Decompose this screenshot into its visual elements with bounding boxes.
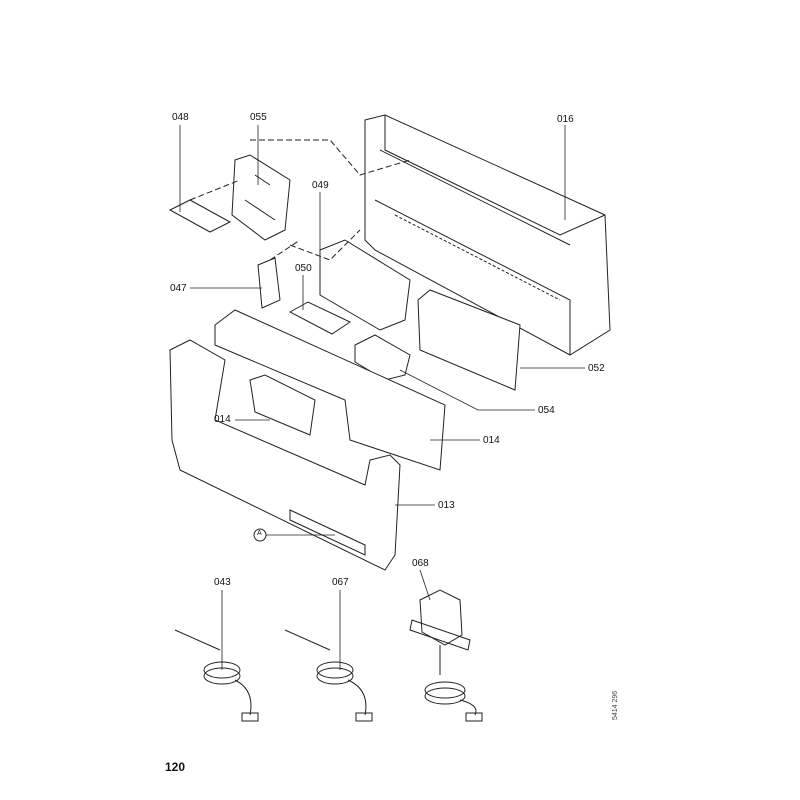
label-054: 054	[538, 405, 555, 416]
label-043: 043	[214, 577, 231, 588]
part-054-transformer	[354, 334, 411, 381]
label-047: 047	[170, 283, 187, 294]
part-067-sensor	[284, 629, 373, 722]
part-043-sensor	[174, 629, 259, 722]
label-014-right: 014	[483, 435, 500, 446]
part-052-board	[417, 289, 521, 391]
page-number: 120	[165, 760, 186, 774]
label-014-left: 014	[214, 414, 231, 425]
part-049-board	[319, 239, 411, 331]
label-050: 050	[295, 263, 312, 274]
part-055-board	[231, 154, 291, 241]
part-016-housing	[364, 114, 611, 356]
part-047-module	[257, 257, 281, 309]
label-048: 048	[172, 112, 189, 123]
part-013-cover	[169, 339, 401, 571]
label-055: 055	[250, 112, 267, 123]
part-068-sensor	[409, 589, 483, 722]
part-014-frame	[214, 309, 446, 471]
part-050-card	[288, 301, 352, 335]
label-067: 067	[332, 577, 349, 588]
part-048-card	[168, 199, 232, 233]
label-013: 013	[438, 500, 455, 511]
label-049: 049	[312, 180, 329, 191]
drawing-code: 5414 296	[612, 690, 619, 720]
label-052: 052	[588, 363, 605, 374]
label-068: 068	[412, 558, 429, 569]
label-a: A	[257, 530, 262, 537]
callout-a-circle	[253, 528, 267, 542]
label-016: 016	[557, 114, 574, 125]
leader-lines	[179, 125, 585, 670]
